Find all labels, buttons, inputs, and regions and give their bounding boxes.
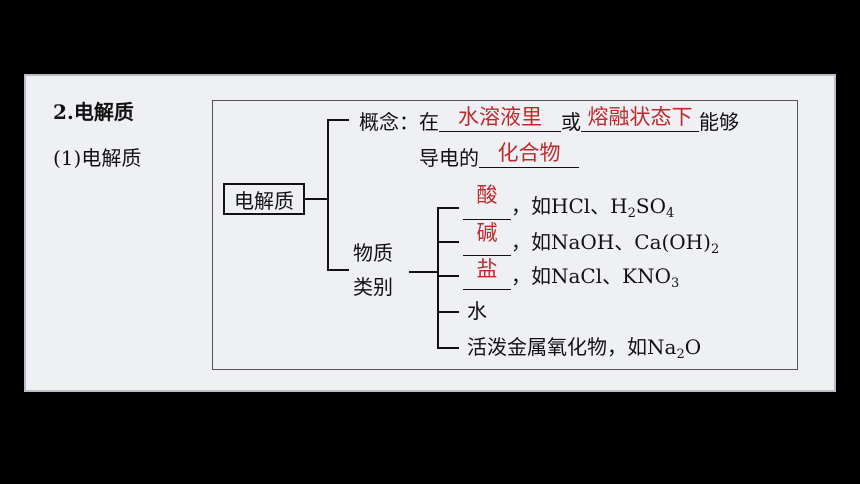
acid-example-2: SO: [635, 194, 666, 218]
blank-salt: 盐: [463, 259, 511, 290]
concept-line2-prefix: 导电的: [419, 146, 479, 170]
answer-molten: 熔融状态下: [587, 105, 693, 129]
concept-line-2: 导电的化合物: [419, 143, 579, 168]
category-item-base: 碱 ，如NaOH、Ca(OH)2: [463, 223, 720, 257]
salt-example: ，如NaCl、KNO: [511, 264, 671, 288]
slide-content-panel: 2.电解质 (1)电解质 电解质 概念：在水溶液里或熔融状态下能够 导电的化合物…: [24, 74, 836, 392]
category-label-line2: 类别: [353, 275, 393, 299]
answer-aqueous: 水溶液里: [458, 105, 542, 129]
concept-label: 概念：在: [359, 110, 439, 134]
root-connector: [305, 198, 327, 200]
blank-base: 碱: [463, 223, 511, 256]
concept-or: 或: [561, 110, 581, 134]
brace-to-salt: [437, 275, 459, 277]
category-item-salt: 盐 ，如NaCl、KNO3: [463, 259, 680, 291]
main-brace-vertical: [327, 119, 329, 271]
category-item-oxide: 活泼金属氧化物，如Na2O: [467, 337, 701, 361]
category-connector: [409, 271, 439, 273]
base-example: ，如NaOH、Ca(OH): [511, 230, 711, 254]
concept-tail: 能够: [699, 110, 739, 134]
answer-salt: 盐: [476, 257, 498, 281]
brace-to-acid: [437, 207, 459, 209]
blank-compound: 化合物: [479, 143, 579, 168]
oxide-example-2: O: [684, 335, 702, 359]
brace-to-oxide: [437, 347, 459, 349]
category-item-acid: 酸 ，如HCl、H2SO4: [463, 185, 675, 221]
subsection-heading: (1)电解质: [53, 146, 142, 170]
category-brace-vertical: [437, 207, 439, 349]
section-heading: 2.电解质: [53, 100, 134, 124]
oxide-example: 活泼金属氧化物，如Na: [467, 335, 677, 359]
brace-to-category: [327, 269, 349, 271]
brace-to-concept: [327, 119, 349, 121]
category-item-water: 水: [467, 299, 487, 323]
acid-sub-2: 4: [665, 206, 675, 221]
answer-base: 碱: [476, 221, 498, 245]
electrolyte-concept-diagram: 电解质 概念：在水溶液里或熔融状态下能够 导电的化合物 物质 类别 酸 ，如HCl…: [212, 100, 798, 370]
acid-sub-1: 2: [627, 206, 636, 221]
salt-sub-1: 3: [670, 276, 680, 291]
base-sub-1: 2: [710, 242, 720, 257]
oxide-sub-1: 2: [676, 347, 685, 362]
acid-example: ，如HCl、H: [511, 194, 628, 218]
root-node-electrolyte: 电解质: [223, 183, 305, 215]
answer-compound: 化合物: [497, 141, 561, 165]
blank-aqueous: 水溶液里: [439, 107, 561, 132]
concept-line-1: 概念：在水溶液里或熔融状态下能够: [359, 107, 739, 132]
blank-acid: 酸: [463, 185, 511, 220]
blank-molten: 熔融状态下: [581, 107, 699, 132]
brace-to-water: [437, 311, 459, 313]
category-label-line1: 物质: [353, 241, 393, 265]
answer-acid: 酸: [476, 183, 498, 207]
brace-to-base: [437, 241, 459, 243]
